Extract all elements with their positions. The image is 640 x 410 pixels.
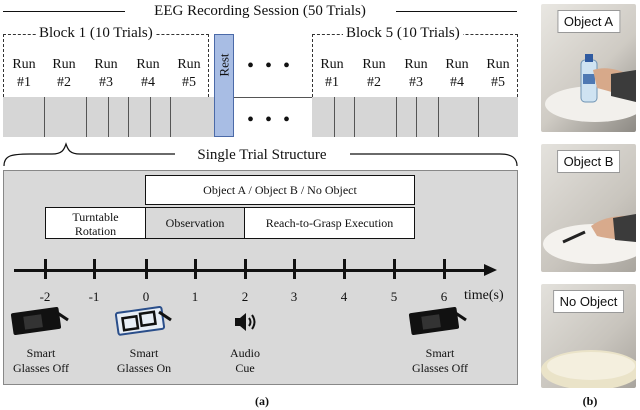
photo-object-b: Object B [541, 144, 636, 272]
smart-glasses-dark-icon [10, 307, 69, 335]
observation-box: Observation [145, 207, 245, 239]
photo-label-object-b: Object B [556, 150, 621, 173]
block1-run-1: Run#1 [12, 57, 36, 90]
tick-label: 3 [290, 289, 298, 304]
tick-5 [393, 259, 396, 279]
tick-3 [293, 259, 296, 279]
tick-label: 5 [390, 289, 398, 304]
tick-label: 0 [142, 289, 150, 304]
block1-run-4: Run#4 [136, 57, 160, 90]
smart-glasses-clear-icon [114, 306, 172, 336]
tick-1 [194, 259, 197, 279]
session-title: EEG Recording Session (50 Trials) [154, 3, 366, 19]
trial-structure-title: Single Trial Structure [197, 147, 327, 163]
block1-run-5: Run#5 [177, 57, 201, 90]
tick-label: 2 [241, 289, 249, 304]
photo-label-no-object: No Object [552, 290, 625, 313]
tick-label: -2 [39, 289, 51, 304]
tick-label: 4 [340, 289, 348, 304]
rest-bar [214, 34, 234, 137]
block1-run-2: Run#2 [52, 57, 76, 90]
execution-box: Reach-to-Grasp Execution [244, 207, 415, 239]
block5-label: Block 5 (10 Trials) [343, 26, 463, 41]
photo-label-object-a: Object A [556, 10, 621, 33]
tick-0 [145, 259, 148, 279]
tick--1 [93, 259, 96, 279]
ellipsis-top: • • • [247, 55, 294, 77]
speaker-icon [235, 313, 256, 331]
tick-label: -1 [88, 289, 100, 304]
tick-label: 6 [440, 289, 448, 304]
caption-b: (b) [582, 394, 598, 408]
session-bracket-left [3, 11, 125, 12]
tick-4 [343, 259, 346, 279]
photo-object-a: Object A [541, 4, 636, 132]
time-axis-arrow [484, 264, 497, 276]
block5-run-4: Run#4 [445, 57, 469, 90]
block1-run-3: Run#3 [94, 57, 118, 90]
trial-structure-panel [3, 170, 518, 385]
tick-label: 1 [191, 289, 199, 304]
tick--2 [44, 259, 47, 279]
condition-box: Object A / Object B / No Object [145, 175, 415, 205]
tick-6 [443, 259, 446, 279]
time-axis-label: time(s) [464, 288, 504, 303]
block5-run-3: Run#3 [404, 57, 428, 90]
tick-2 [244, 259, 247, 279]
block1-label: Block 1 (10 Trials) [36, 26, 156, 41]
caption-a: (a) [255, 394, 269, 408]
block5-run-1: Run#1 [320, 57, 344, 90]
ellipsis-gap [234, 97, 312, 137]
block5-run-2: Run#2 [362, 57, 386, 90]
block5-run-5: Run#5 [486, 57, 510, 90]
ellipsis-bottom: • • • [247, 109, 294, 131]
session-bracket-right [396, 11, 517, 12]
rest-label: Rest [216, 53, 232, 77]
smart-glasses-dark-icon [408, 307, 467, 335]
trial-brace [3, 142, 518, 167]
time-axis [14, 269, 486, 272]
photo-no-object: No Object [541, 284, 636, 388]
